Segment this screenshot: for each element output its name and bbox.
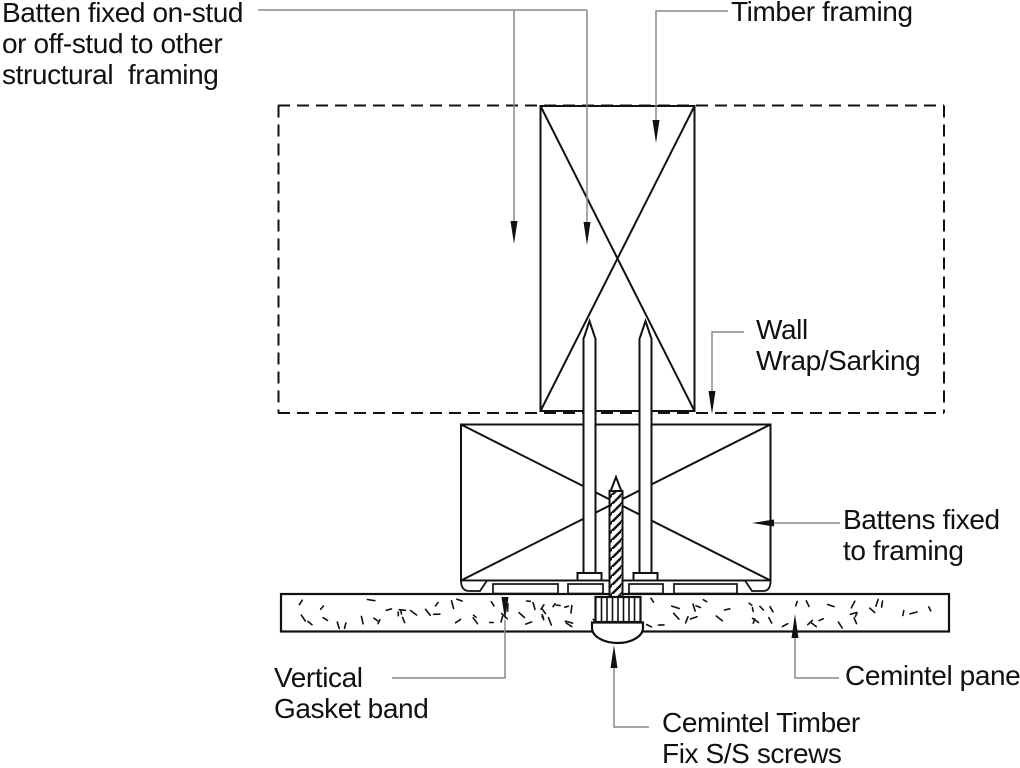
label-cemintel-screws: Cemintel Timber Fix S/S screws: [662, 707, 860, 768]
arrow-batten-onstud: [583, 222, 591, 245]
arrow-battens-fixed: [752, 519, 774, 527]
label-cemintel-panel: Cemintel panel: [845, 660, 1020, 691]
leader-cemintel-screws: [613, 668, 649, 728]
label-vertical-gasket: Vertical Gasket band: [274, 662, 429, 724]
panel-speckle-texture: [298, 597, 932, 630]
arrow-wall-wrap: [708, 391, 716, 414]
arrow-cemintel-panel: [791, 614, 799, 638]
cemintel-timber-fix-screw: [590, 474, 645, 645]
leader-cemintel-panel: [794, 638, 839, 679]
label-timber-framing: Timber framing: [731, 0, 913, 27]
screw-ribbed-head: [594, 595, 642, 624]
vertical-gasket-band: [492, 583, 738, 595]
screw-dome-head: [590, 621, 645, 645]
leader-lines: [258, 9, 840, 728]
label-batten-fixed: Batten fixed on-stud or off-stud to othe…: [2, 0, 244, 90]
arrow-timber-framing: [652, 120, 660, 143]
batten-bottom-feet: [460, 579, 772, 592]
batten-fixing-screw-right: [632, 317, 659, 582]
leader-vertical-gasket: [392, 620, 506, 679]
timber-framing-symbol: [539, 105, 696, 412]
leader-wall-wrap: [711, 331, 744, 391]
batten-fixing-screw-left: [576, 317, 603, 582]
leader-batten-fixed: [258, 9, 588, 222]
leader-timber-framing: [655, 10, 728, 120]
label-wall-wrap: Wall Wrap/Sarking: [756, 314, 921, 376]
arrow-vertical-gasket: [501, 597, 509, 620]
arrowheads: [501, 120, 799, 668]
label-battens-fixed: Battens fixed to framing: [843, 504, 1000, 566]
arrow-cemintel-screws: [610, 645, 618, 668]
arrow-batten-offstud: [510, 221, 518, 244]
